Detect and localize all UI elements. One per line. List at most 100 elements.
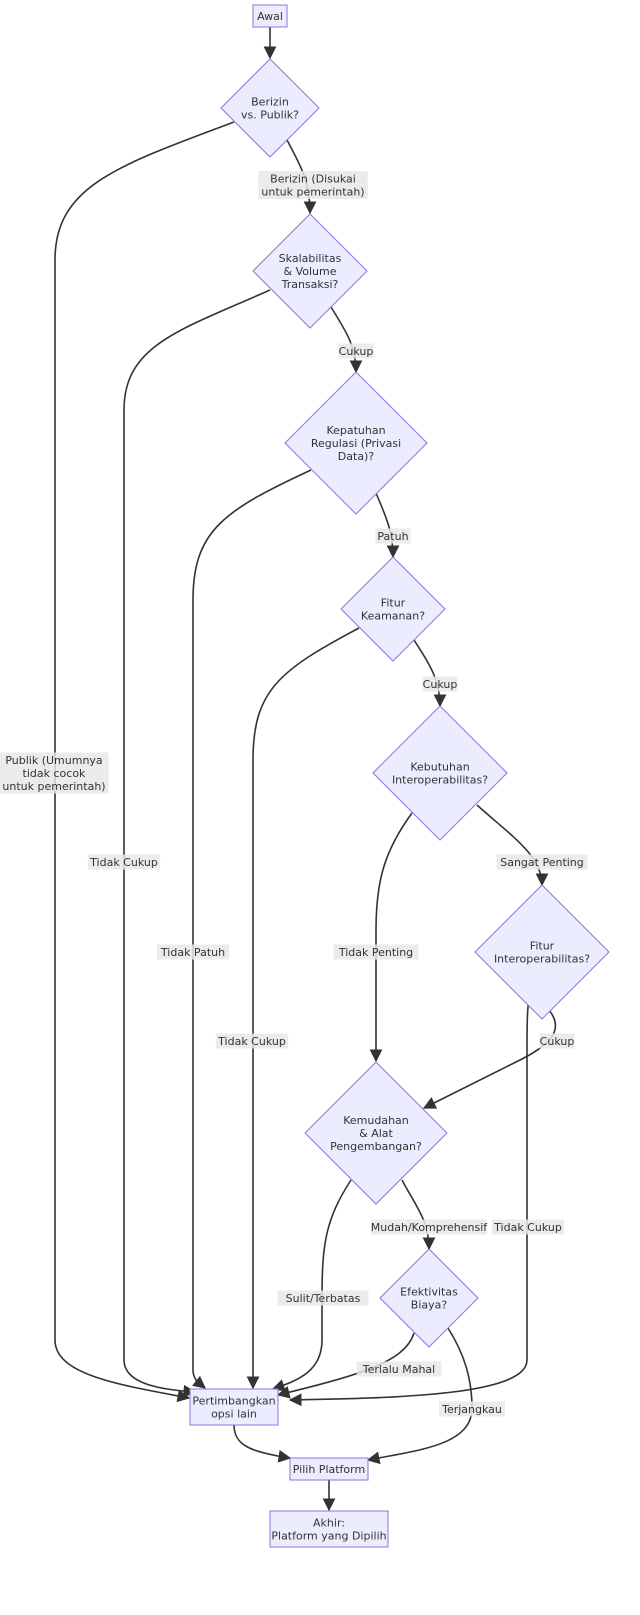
edge-label-text: Tidak Cukup: [493, 1221, 562, 1234]
node-label-line: Interoperabilitas?: [494, 953, 590, 966]
node-box: [189, 1388, 279, 1426]
edge-e-d4-other: [246, 627, 360, 1390]
edge-label-e-d5-d6: Sangat Penting: [496, 854, 588, 870]
node-label-line: Regulasi (Privasi: [311, 437, 401, 450]
node-label: Pilih Platform: [293, 1463, 365, 1476]
edge-e-d5-d7: [369, 812, 413, 1063]
edge-label-e-d8-other: Terlalu Mahal: [356, 1361, 442, 1377]
edge-label-bg: [338, 343, 374, 359]
node-label-line: Awal: [257, 10, 283, 23]
node-label-line: Biaya?: [411, 1299, 448, 1312]
node-label-line: Skalabilitas: [279, 252, 342, 265]
edge-label-e-d8-choose: Terjangkau: [439, 1401, 505, 1417]
edge-e-d3-other: [192, 469, 312, 1389]
node-box: [252, 4, 288, 28]
node-label-line: & Alat: [359, 1127, 393, 1140]
edge-e-d2-other: [123, 289, 271, 1398]
edge-label-line: Cukup: [339, 345, 374, 358]
node-label-line: Akhir:: [313, 1517, 345, 1530]
edge-label-line: Cukup: [540, 1035, 575, 1048]
edge-label-bg: [215, 1033, 289, 1049]
node-start: Awal: [252, 4, 288, 28]
node-label-line: Pertimbangkan: [192, 1395, 275, 1408]
edge-label-line: Tidak Penting: [338, 946, 413, 959]
decision-diamond: [474, 884, 610, 1020]
edge-label-text: Tidak Patuh: [160, 946, 225, 959]
edge-label-e-d6-d7: Cukup: [539, 1033, 575, 1049]
edge-label-line: untuk pemerintah): [261, 186, 364, 199]
node-label-line: Data)?: [338, 450, 375, 463]
edge-e-d1-other: [54, 121, 235, 1403]
node-box: [289, 1457, 369, 1481]
node-label-line: Keamanan?: [361, 610, 425, 623]
edge-label-e-d3-d4: Patuh: [375, 528, 411, 544]
edge-label-line: tidak cocok: [23, 767, 87, 780]
edge-label-e-d4-d5: Cukup: [422, 676, 458, 692]
edge-label-bg: [439, 1401, 505, 1417]
edge-connector-17: [233, 1424, 292, 1463]
edge-label-bg: [258, 171, 368, 199]
edge-label-text: Sulit/Terbatas: [286, 1292, 361, 1305]
edge-label-line: Tidak Patuh: [160, 946, 225, 959]
edge-label-e-d3-other: Tidak Patuh: [156, 944, 230, 960]
edge-e-d7-other: [271, 1179, 352, 1392]
edge-label-line: Tidak Cukup: [217, 1035, 286, 1048]
node-label-line: & Volume: [284, 265, 337, 278]
edge-label-e-d2-other: Tidak Cukup: [87, 854, 161, 870]
edge-label-bg: [277, 1290, 369, 1306]
node-end: Akhir:Platform yang Dipilih: [269, 1510, 389, 1548]
edge-label-text: Terjangkau: [441, 1403, 502, 1416]
decision-diamond: [372, 705, 508, 841]
edge-label-line: Patuh: [377, 530, 408, 543]
edge-e-d8-choose: [366, 1327, 473, 1465]
node-label-line: vs. Publik?: [241, 109, 299, 122]
edges: [54, 27, 557, 1512]
edge-label-line: Mudah/Komprehensif: [371, 1221, 489, 1234]
edge-label-text: Sangat Penting: [500, 856, 584, 869]
edge-label-line: untuk pemerintah): [2, 780, 105, 793]
edge-label-line: Tidak Cukup: [89, 856, 158, 869]
edge-label-e-d7-other: Sulit/Terbatas: [277, 1290, 369, 1306]
edge-label-line: Publik (Umumnya: [5, 754, 102, 767]
decision-diamond: [304, 1061, 448, 1205]
edge-label-text: Tidak Penting: [338, 946, 413, 959]
edge-e-d4-d5: [413, 639, 447, 708]
edge-e-d6-d7: [422, 1009, 557, 1109]
edge-label-bg: [539, 1033, 575, 1049]
edge-label-bg: [156, 944, 230, 960]
decision-diamond: [284, 371, 428, 515]
edge-label-e-d6-other: Tidak Cukup: [491, 1219, 565, 1235]
node-label-line: Efektivitas: [400, 1286, 458, 1299]
edge-e-d3-d4: [375, 492, 400, 559]
node-choose: Pilih Platform: [289, 1457, 369, 1481]
edge-label-text: Cukup: [423, 678, 458, 691]
node-label-line: Kepatuhan: [326, 424, 385, 437]
edge-label-line: Cukup: [423, 678, 458, 691]
edge-label-e-d5-d7: Tidak Penting: [333, 944, 419, 960]
edge-label-e-d4-other: Tidak Cukup: [215, 1033, 289, 1049]
node-box: [269, 1510, 389, 1548]
edge-label-text: Cukup: [339, 345, 374, 358]
edge-label-bg: [496, 854, 588, 870]
node-label-line: Pengembangan?: [330, 1140, 422, 1153]
edge-label-bg: [371, 1219, 487, 1235]
node-label-line: Berizin: [251, 96, 289, 109]
edge-label-text: Mudah/Komprehensif: [371, 1221, 489, 1234]
decision-diamond: [220, 58, 320, 158]
